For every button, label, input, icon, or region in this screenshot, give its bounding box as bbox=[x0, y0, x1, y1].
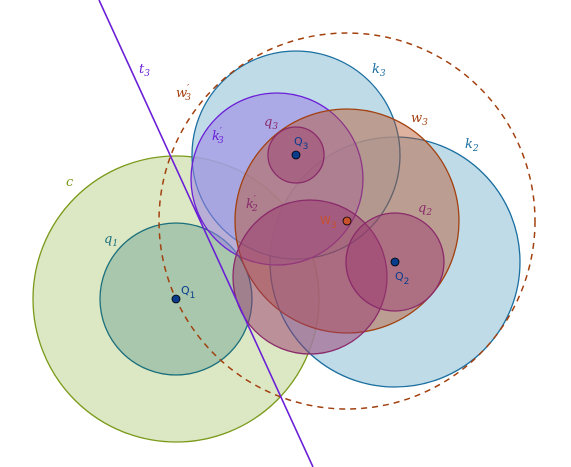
point-q2 bbox=[390, 257, 400, 267]
label-point-w3: W3 bbox=[320, 214, 337, 231]
label-q2: q2 bbox=[418, 201, 432, 218]
point-q3 bbox=[291, 150, 301, 160]
line-t3 bbox=[98, 0, 314, 467]
label-k2-prime: k′2 bbox=[246, 195, 258, 214]
point-q1 bbox=[171, 294, 181, 304]
label-point-q3: Q3 bbox=[294, 135, 308, 152]
point-w3 bbox=[342, 216, 352, 226]
circle-w3-prime bbox=[158, 32, 536, 410]
label-point-q2: Q2 bbox=[395, 270, 409, 287]
label-t3: t3 bbox=[139, 62, 150, 79]
label-w3: w3 bbox=[411, 111, 428, 128]
label-point-q1: Q1 bbox=[181, 284, 195, 301]
circle-k2-prime bbox=[232, 199, 388, 355]
label-k2: k2 bbox=[465, 137, 479, 154]
label-w3-prime: w′3 bbox=[176, 84, 191, 103]
label-c: c bbox=[66, 175, 74, 190]
label-k3-prime: k′3 bbox=[212, 127, 224, 146]
label-q3: q3 bbox=[264, 115, 278, 132]
label-k3: k3 bbox=[372, 62, 386, 79]
label-q1: q1 bbox=[104, 232, 118, 249]
